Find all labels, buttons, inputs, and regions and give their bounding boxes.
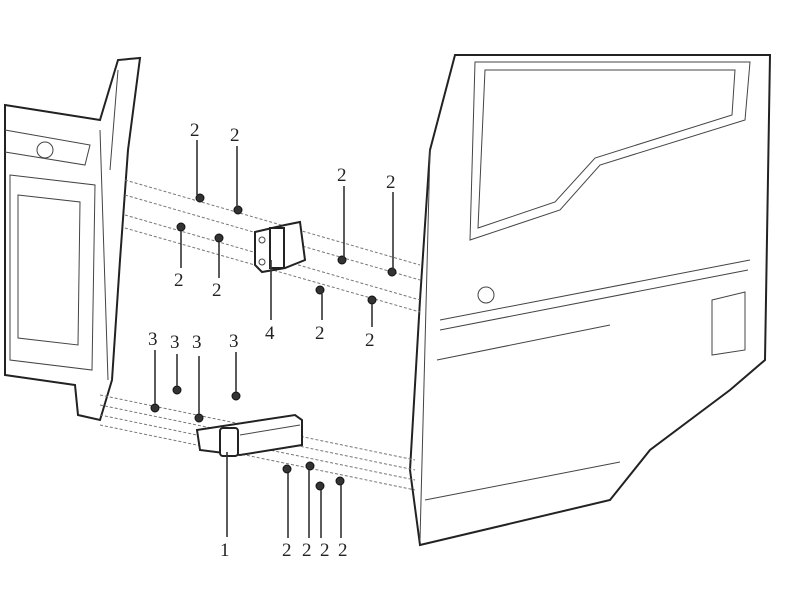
- callout: 2: [174, 270, 184, 291]
- callout: 3: [170, 332, 180, 353]
- door-panel: [408, 54, 772, 547]
- cab-pillar: [4, 56, 142, 422]
- callout: 2: [386, 172, 396, 193]
- callout: 3: [148, 329, 158, 350]
- callout: 4: [265, 323, 275, 344]
- leader-lines: [154, 140, 394, 538]
- callout: 2: [320, 540, 330, 561]
- callout-labels: 2 2 2 2 2 2 2 2 4 3 3 3 3 1 2 2 2 2: [148, 120, 396, 561]
- callout: 2: [282, 540, 292, 561]
- callout: 2: [365, 330, 375, 351]
- lower-hinge: [195, 413, 303, 457]
- upper-hinge: [254, 220, 307, 274]
- callout: 2: [230, 125, 240, 146]
- callout: 2: [212, 280, 222, 301]
- callout: 2: [302, 540, 312, 561]
- callout: 2: [190, 120, 200, 141]
- callout: 2: [315, 323, 325, 344]
- callout: 1: [220, 540, 230, 561]
- callout: 3: [229, 331, 239, 352]
- callout: 3: [192, 332, 202, 353]
- callout: 2: [338, 540, 348, 561]
- callout: 2: [337, 165, 347, 186]
